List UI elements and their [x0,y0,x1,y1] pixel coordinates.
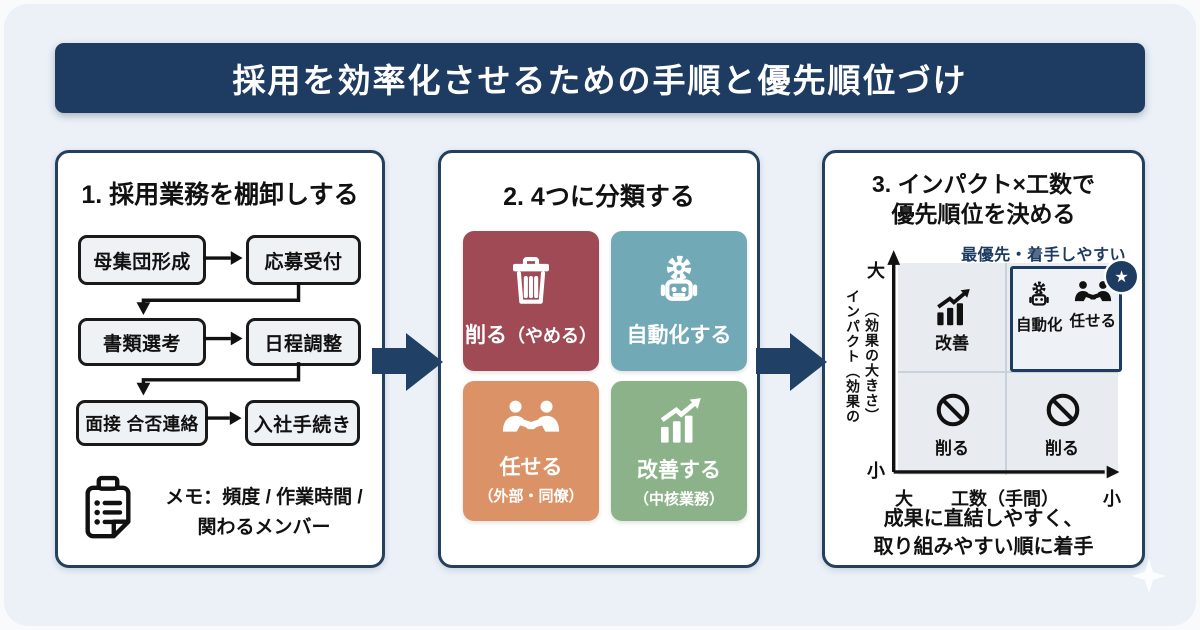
card-automate: 自動化する [611,231,747,371]
priority-label: 最優先・着手しやすい [961,247,1126,264]
y-axis-max-label: 大 [867,261,885,281]
card-improve: 改善する （中核業務） [611,381,747,521]
card-improve-main: 改善する [637,458,721,482]
card-cut-main: 削る [465,324,507,347]
trash-icon [513,256,549,304]
card-cut-sub: （やめる） [507,326,597,346]
caption-line2: 取り組みやすい順に着手 [873,536,1094,558]
matrix-highlight-box [1010,266,1122,372]
quadrant-cut-right-label: 削る [1045,439,1079,458]
x-axis-max-label: 大 [895,489,913,509]
card-cut-label: 削る（やめる） [465,319,597,349]
growth-chart-icon [937,288,970,326]
panel2-title: 2. 4つに分類する [503,183,695,211]
memo-text: メモ：頻度 / 作業時間 / 関わるメンバー [150,483,378,543]
card-cut: 削る（やめる） [463,231,599,371]
x-axis-min-label: 小 [1103,489,1121,509]
matrix-divider-horizontal [898,371,1118,373]
y-axis-title: （効果の大きさ） インパクト（効果の [843,289,881,479]
quadrant-delegate-label: 任せる [1069,313,1117,330]
robot-gear-icon [660,255,698,301]
flow-box-sourcing: 母集団形成 [78,235,206,285]
memo-note-icon [85,475,131,539]
no-sign-icon [936,393,970,427]
card-delegate: 任せる （外部・同僚） [463,381,599,521]
matrix-caption: 成果に直結しやすく、 取り組みやすい順に着手 [825,505,1142,561]
no-sign-icon [1046,393,1080,427]
caption-line1: 成果に直結しやすく、 [883,508,1084,530]
panel1-title: 1. 採用業務を棚卸しする [81,181,359,209]
panel3-title: 3. インパクト×工数で 優先順位を決める [825,169,1142,229]
star-badge-icon: ★ [1106,261,1137,292]
page-title: 採用を効率化させるための手順と優先順位づけ [232,62,968,99]
panel3-title-line2: 優先順位を決める [891,201,1076,227]
tr-delegate: 任せる [1069,280,1117,335]
flow-box-scheduling: 日程調整 [246,318,361,366]
y-axis-title-col2: インパクト（効果の [845,289,861,424]
card-automate-label: 自動化する [627,319,732,349]
card-delegate-main: 任せる [499,455,563,479]
tr-automate: 自動化 [1016,280,1063,335]
flow-box-onboarding: 入社手続き [245,400,360,446]
card-delegate-sub: （外部・同僚） [478,487,584,505]
robot-gear-icon [1029,281,1049,306]
title-banner: 採用を効率化させるための手順と優先順位づけ [55,43,1145,113]
memo-line1: メモ：頻度 / 作業時間 / [165,487,363,508]
panel-step1-inventory: 1. 採用業務を棚卸しする 母集団形成 応募受付 書類選考 日程調整 面接 合否… [55,150,385,568]
memo-line2: 関わるメンバー [197,517,331,538]
card-improve-sub: （中核業務） [633,490,724,508]
x-axis-title: 工数（手間） [951,489,1059,509]
panel-step2-classify: 2. 4つに分類する 削る（やめる） [438,150,760,568]
panel3-title-line1: 3. インパクト×工数で [871,171,1095,197]
flow-box-screening: 書類選考 [78,318,206,366]
handshake-icon [1074,281,1111,302]
handshake-icon [502,400,560,432]
flow-box-interview: 面接 合否連絡 [76,400,208,446]
category-grid: 削る（やめる） 自動化する [463,231,747,521]
matrix-divider-vertical [1005,263,1007,475]
y-axis-min-label: 小 [867,461,885,481]
y-axis-title-col1: （効果の大きさ） [864,303,880,423]
flow-box-application: 応募受付 [246,235,361,285]
quadrant-top-right-content: 自動化 任せる [1012,280,1120,335]
quadrant-improve-label: 改善 [935,334,969,353]
quadrant-cut-left-label: 削る [935,439,969,458]
quadrant-automate-label: 自動化 [1015,317,1063,334]
panel-step3-prioritize: 3. インパクト×工数で 優先順位を決める 最優先・着手しやすい 大 小 （効果… [822,150,1145,568]
growth-chart-icon [660,397,701,443]
card-automate-main: 自動化する [626,324,732,347]
